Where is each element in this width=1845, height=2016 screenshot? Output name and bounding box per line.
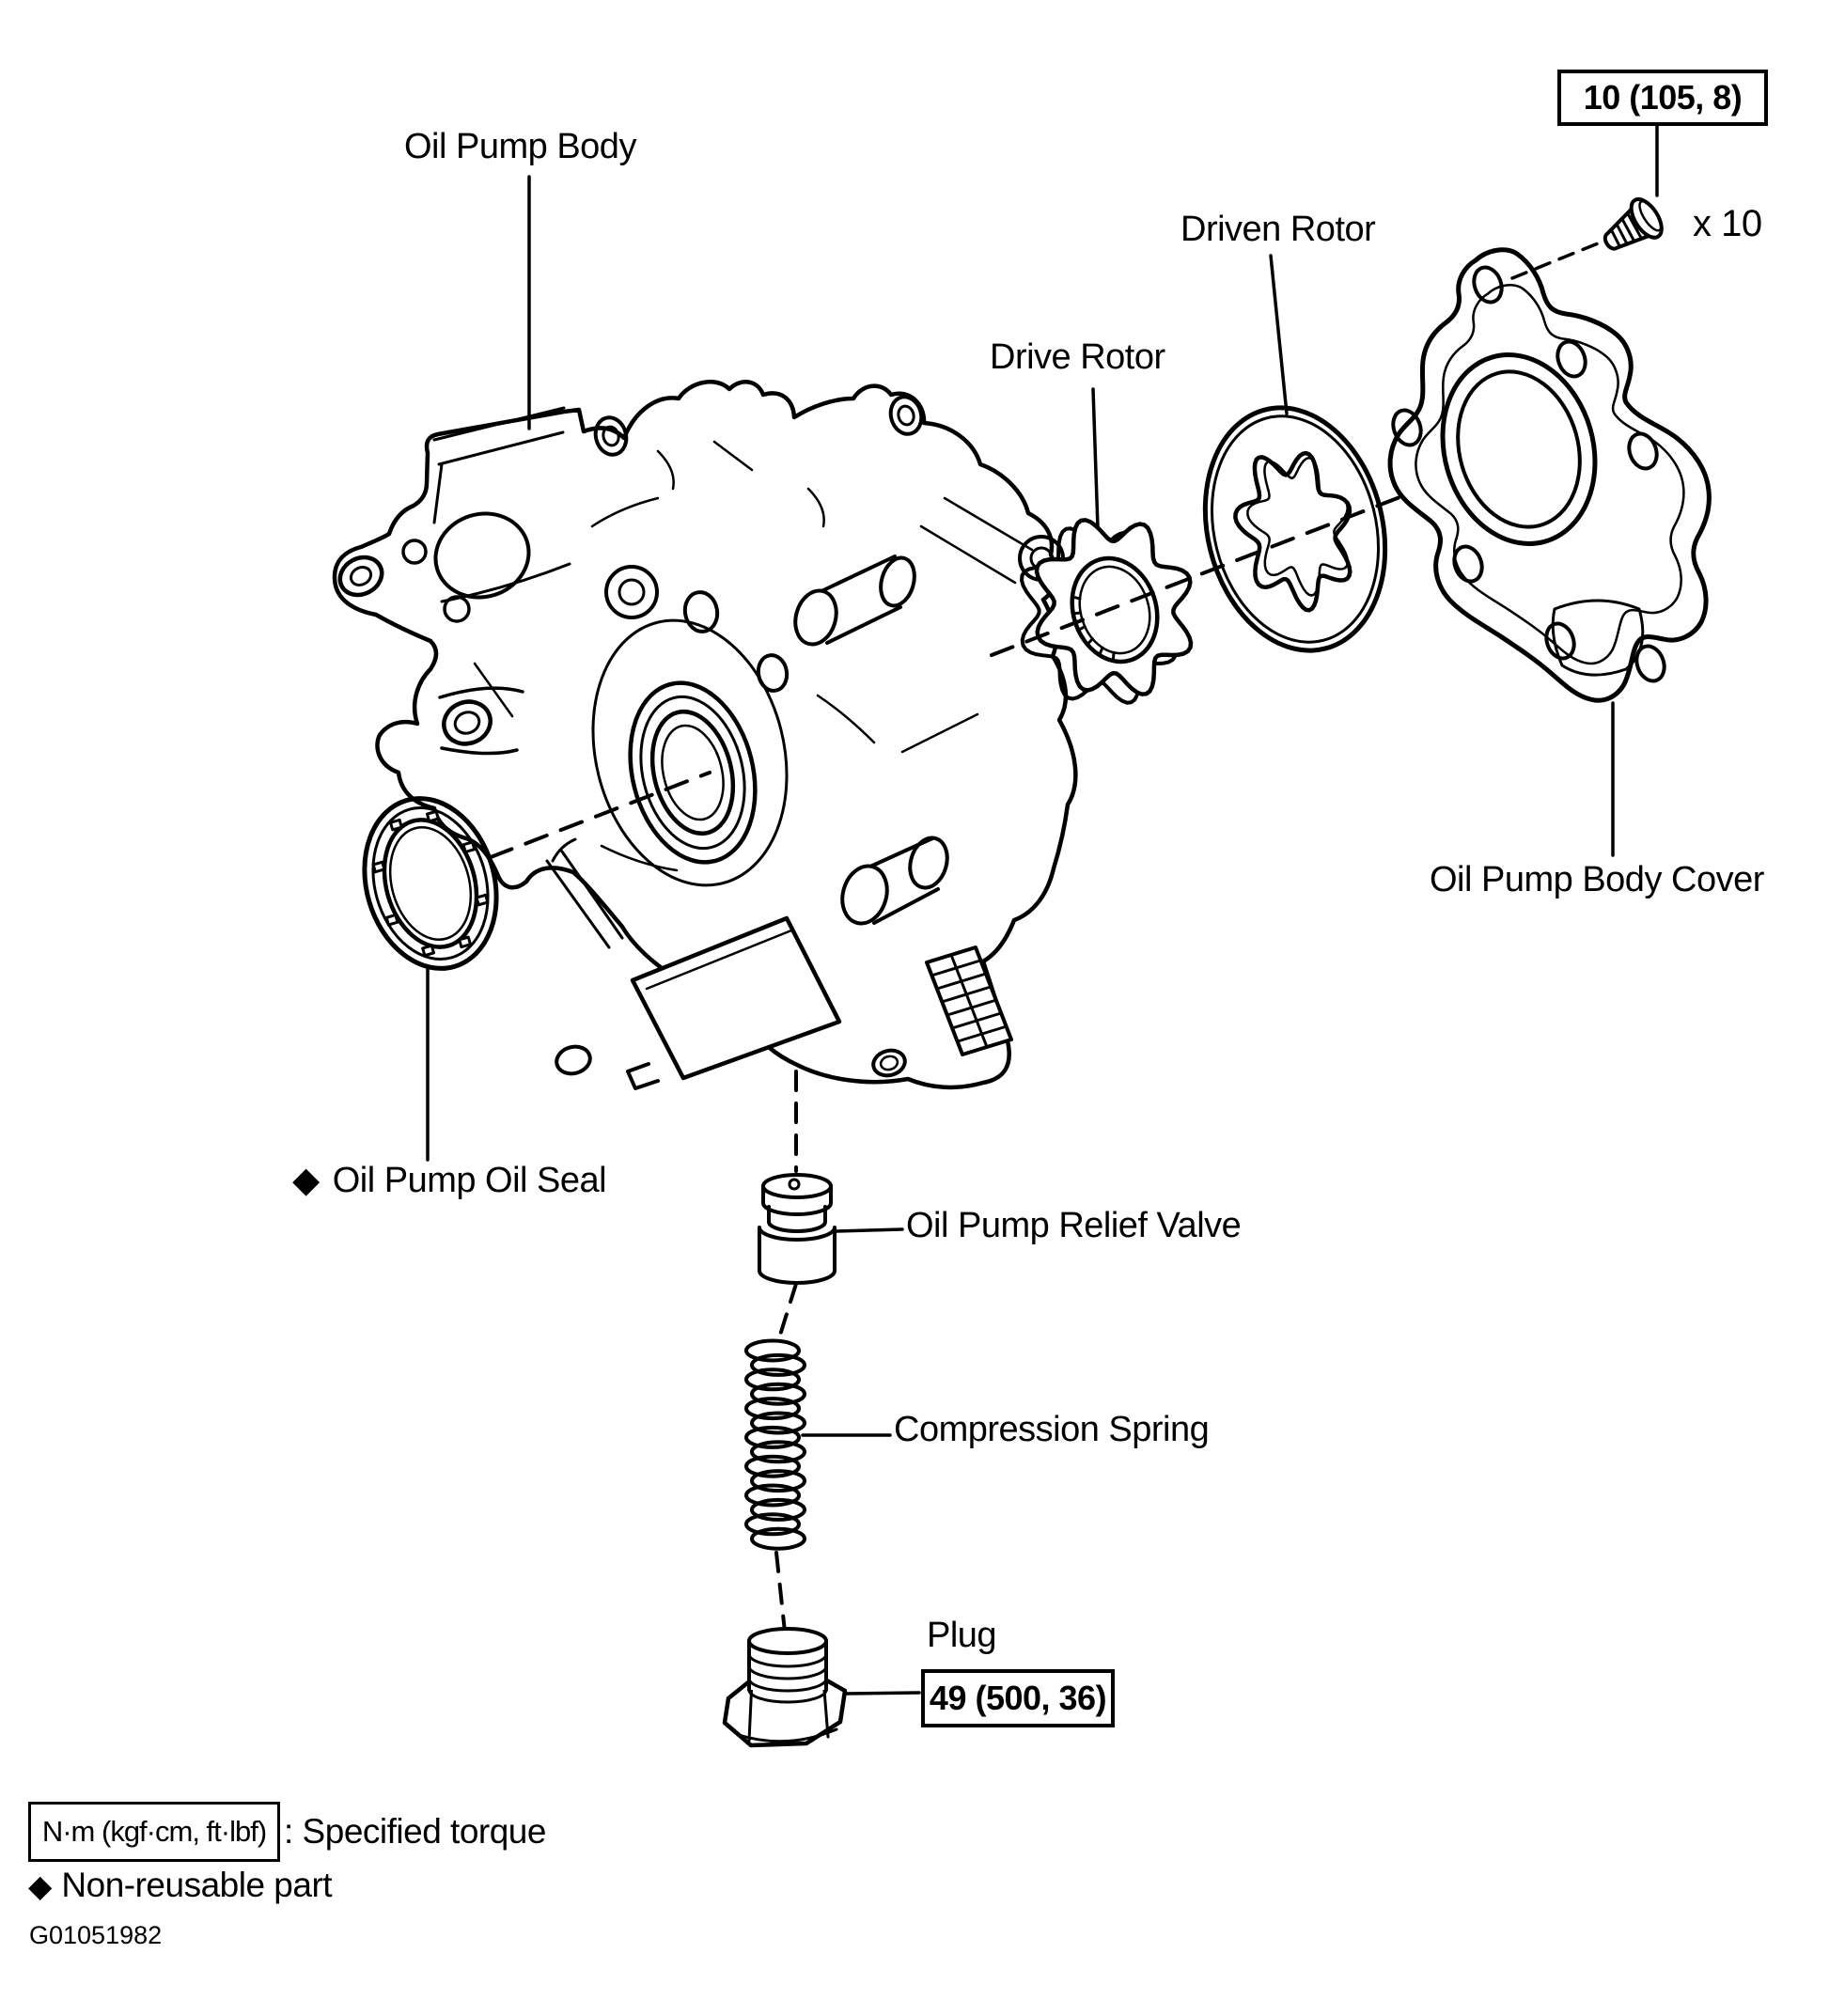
bolt-count-label: x 10 — [1693, 203, 1762, 244]
oil-pump-body-cover-drawing — [1388, 250, 1709, 700]
center-axis-seal — [489, 771, 711, 859]
bolt-leader-dashed — [1510, 242, 1600, 280]
torque-units-legend-box: N·m (kgf·cm, ft·lbf) — [28, 1802, 280, 1862]
cover-bolt-drawing — [1603, 197, 1664, 251]
drive-rotor-label: Drive Rotor — [990, 337, 1165, 377]
figure-id: G01051982 — [29, 1921, 163, 1949]
compression-spring-label: Compression Spring — [894, 1410, 1210, 1449]
cover-bolt-torque-box: 10 (105, 8) — [1557, 70, 1768, 126]
compression-spring-drawing — [744, 1338, 806, 1551]
non-reusable-diamond-icon: ◆ — [292, 1161, 320, 1200]
oil-pump-oil-seal-label: ◆ Oil Pump Oil Seal — [292, 1161, 607, 1201]
torque-units-legend-note: : Specified torque — [284, 1812, 546, 1851]
plug-drawing — [722, 1627, 848, 1748]
non-reusable-legend-text: Non-reusable part — [61, 1866, 333, 1904]
oil-pump-body-drawing — [332, 380, 1078, 1090]
driven-rotor-drawing — [1202, 405, 1388, 653]
oil-pump-oil-seal-drawing — [362, 796, 499, 971]
non-reusable-legend-diamond-icon: ◆ — [28, 1868, 53, 1903]
driven-rotor-label: Driven Rotor — [1180, 210, 1376, 249]
oil-pump-body-cover-label: Oil Pump Body Cover — [1430, 860, 1764, 899]
non-reusable-legend: ◆ Non-reusable part — [28, 1866, 333, 1905]
plug-label: Plug — [927, 1616, 997, 1655]
oil-pump-relief-valve-label: Oil Pump Relief Valve — [906, 1206, 1242, 1245]
oil-pump-body-label: Oil Pump Body — [404, 127, 636, 166]
plug-torque-box: 49 (500, 36) — [921, 1669, 1115, 1727]
center-axis-vertical — [774, 1070, 798, 1633]
oil-pump-relief-valve-drawing — [758, 1173, 837, 1285]
leader-lines — [426, 120, 1659, 1696]
oil-pump-oil-seal-label-text: Oil Pump Oil Seal — [332, 1161, 607, 1200]
